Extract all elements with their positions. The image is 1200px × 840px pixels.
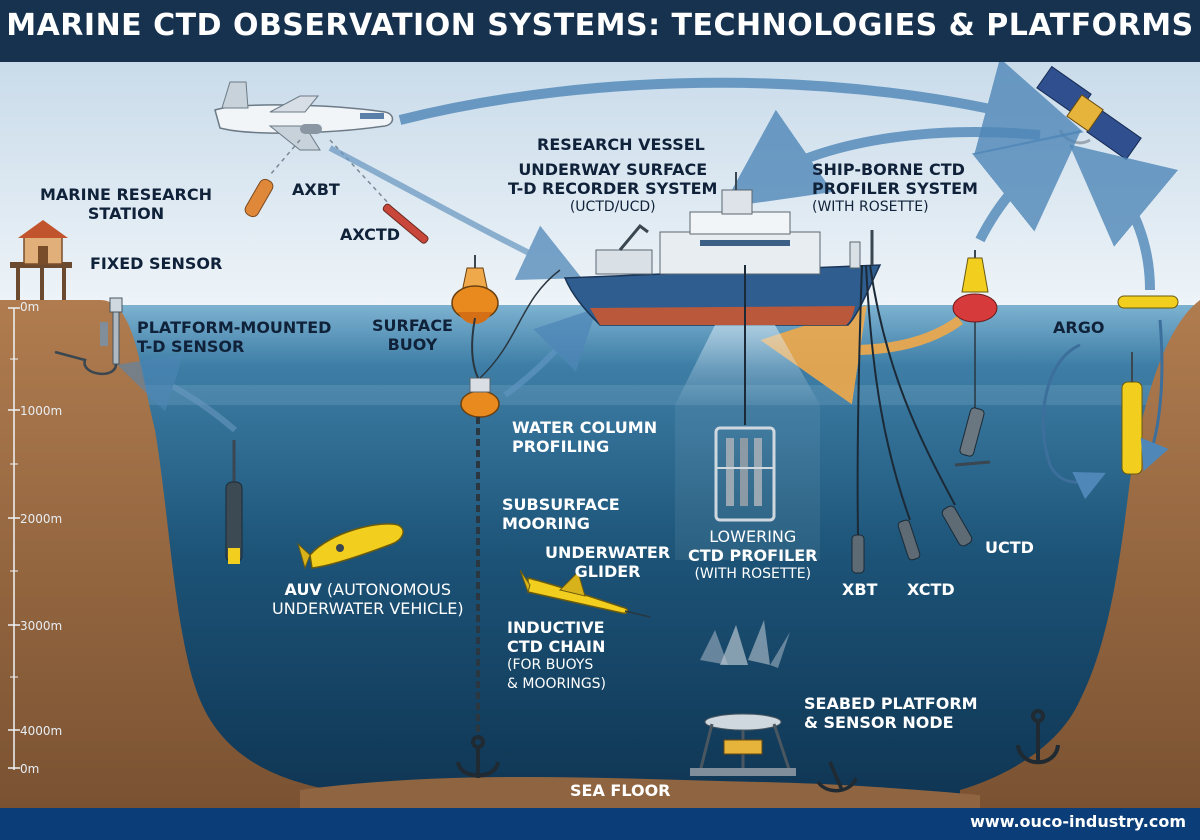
subsurface-mooring-label: SUBSURFACE MOORING [502,495,620,533]
argo-drifting-float [1117,295,1179,309]
buoy-cable [479,269,561,379]
axctd-label: AXCTD [340,225,401,244]
probe-station-link [117,354,237,433]
xctd-label: XCTD [907,580,955,599]
water-column-label: WATER COLUMN PROFILING [512,418,658,456]
xbt-wire [856,264,863,536]
argo-label: ARGO [1053,318,1105,337]
xbt-label: XBT [842,580,878,599]
buoy-satellite-link [971,130,1082,243]
sea-floor-label: SEA FLOOR [570,781,671,800]
plane-vessel-link [328,145,582,280]
website-url: www.ouco-industry.com [970,812,1186,831]
footer-bar [0,808,1200,840]
shipborne-ctd-label: SHIP-BORNE CTD PROFILER SYSTEM (WITH ROS… [812,160,978,215]
xctd-probe [897,519,921,561]
seabed-platform-label: SEABED PLATFORM & SENSOR NODE [804,694,978,732]
depth-tick-label: 2000m [20,512,63,526]
seabed-platform [690,620,796,776]
underway-system-label: UNDERWAY SURFACE T-D RECORDER SYSTEM (UC… [508,160,718,215]
fixed-sensor-label: FIXED SENSOR [90,254,223,273]
ctd-beam-top [675,325,820,405]
page-title: MARINE CTD OBSERVATION SYSTEMS: TECHNOLO… [6,8,1194,43]
argo-cycle-arrow-left [1041,343,1106,500]
nearshore-probe [225,440,243,564]
argo-cycle-arrow-right [1140,319,1169,472]
small-anchor [816,761,858,793]
depth-tick-label: 3000m [20,619,63,633]
buoy-vessel-link [503,308,597,398]
axctd-probe [382,203,429,244]
surface-buoy [451,255,499,324]
seafloor-anchor [1016,709,1060,765]
uctd-probe [941,505,973,547]
underwater-glider-label: UNDERWATER GLIDER [545,543,671,581]
ctd-profiler-label: LOWERING CTD PROFILER (WITH ROSETTE) [688,527,818,582]
platform-mounted-label: PLATFORM-MOUNTED T-D SENSOR [137,318,332,356]
underwater-glider [519,569,651,618]
sea-floor [300,777,980,810]
uctd-label: UCTD [985,538,1034,557]
xbt-probe [851,534,865,574]
marine-station-label: MARINE RESEARCH STATION [40,185,213,223]
title-bar [0,0,1200,62]
ctd-rosette [714,426,776,522]
axctd-drop-line [329,139,391,206]
axbt-probe [244,178,274,218]
argo-satellite-link [1069,144,1179,291]
buoy-tether [471,317,479,379]
right-coast [960,300,1200,810]
argo-profiling-float [1121,352,1143,475]
thermocline-band [0,385,1200,405]
auv-label: AUV (AUTONOMOUS UNDERWATER VEHICLE) [272,580,464,618]
plane-satellite-link [398,58,1084,155]
buoy-ctd-probe [954,322,991,467]
left-coast [0,300,330,810]
airplane [214,81,394,151]
depth-tick-label: 4000m [20,724,63,738]
depth-ruler [8,307,20,770]
surface-buoy-label: SURFACE BUOY [372,316,453,354]
xctd-wire [865,264,911,521]
depth-tick-label: 0m [20,300,40,314]
mooring-anchor [456,735,500,778]
auv [297,523,404,570]
uctd-wire [869,264,956,506]
depth-tick-label: 0m [20,762,40,776]
fixed-sensor-assembly [54,297,123,376]
inductive-ctd-label: INDUCTIVE CTD CHAIN (FOR BUOYS & MOORING… [507,618,607,692]
axbt-label: AXBT [292,180,340,199]
depth-tick-label: 1000m [20,404,63,418]
argo-surface-float [952,250,998,323]
research-vessel-label: RESEARCH VESSEL [537,135,705,154]
research-station [10,220,72,300]
